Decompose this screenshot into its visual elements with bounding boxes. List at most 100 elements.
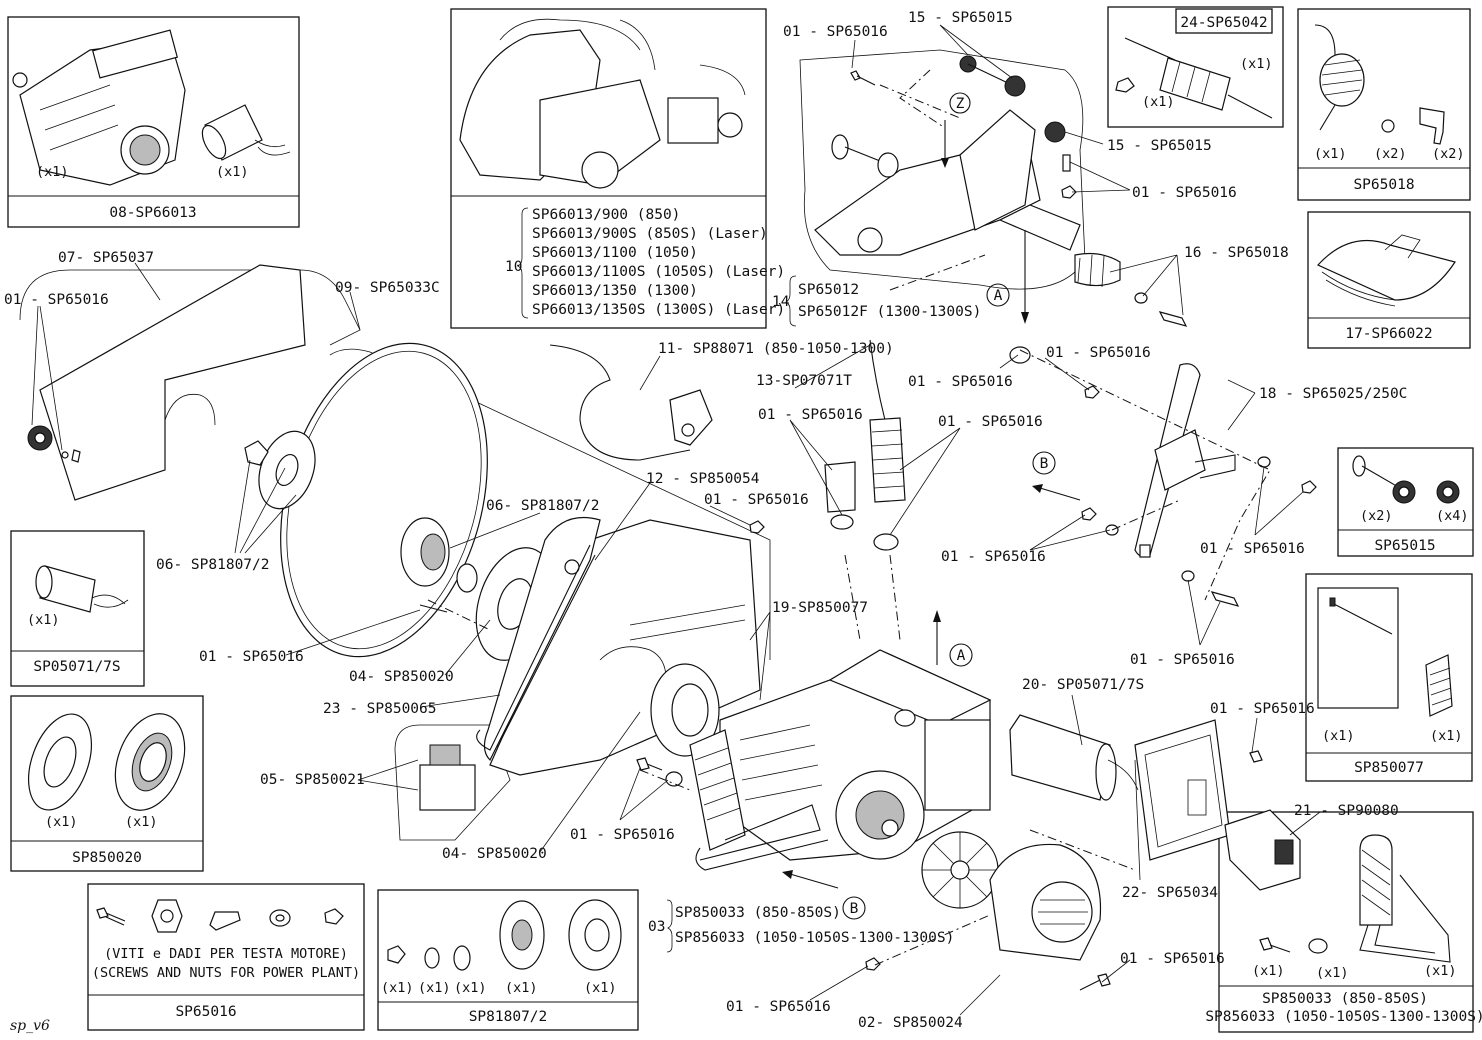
cable-glands <box>749 339 906 551</box>
callout: 11- SP88071 (850-1050-1300) <box>658 341 894 357</box>
capacitor-20 <box>1009 714 1139 801</box>
part-code: 08-SP66013 <box>109 205 196 221</box>
capacitor-drawing <box>35 565 129 613</box>
model-code: SP66013/900S (850S) (Laser) <box>532 226 768 242</box>
arm-subassembly <box>814 109 1188 327</box>
part-code: SP850020 <box>72 850 142 866</box>
top-bearings <box>850 55 1077 199</box>
model-code: SP66013/1100 (1050) <box>532 245 698 261</box>
fan-cover <box>989 843 1102 961</box>
panel-screws: (VITI e DADI PER TESTA MOTORE) (SCREWS A… <box>87 883 365 1031</box>
part-code: SP65016 <box>175 1004 236 1020</box>
rear-handle <box>689 729 829 871</box>
callout: SP856033 (1050-1050S-1300-1300S) <box>675 930 954 946</box>
ref-number: 10 <box>505 259 522 275</box>
callout: 15 - SP65015 <box>908 10 1013 26</box>
marker-circles: Z A A B B <box>842 92 1056 920</box>
handle-drawing <box>1259 834 1451 963</box>
guard-plate-drawing <box>1317 587 1453 717</box>
qty-label: (x1) <box>1316 965 1349 981</box>
power-cord <box>549 344 713 461</box>
panel-24-roller: 24-SP65042 (x1) (x1) <box>1107 6 1284 128</box>
part-code: SP81807/2 <box>469 1009 548 1025</box>
callout: 01 - SP65016 <box>1132 185 1237 201</box>
callout: 12 - SP850054 <box>646 471 760 487</box>
part-description: (VITI e DADI PER TESTA MOTORE) <box>104 946 348 962</box>
part-code: 24-SP65042 <box>1180 15 1267 31</box>
junction-box <box>1134 719 1231 861</box>
callout: 01 - SP65016 <box>1046 345 1151 361</box>
callout: SP65012F (1300-1300S) <box>798 304 981 320</box>
direction-arrows <box>782 120 1081 889</box>
callout: 15 - SP65015 <box>1107 138 1212 154</box>
laser-arm <box>1009 346 1317 607</box>
panel-guard-plates: (x1) (x1) SP850077 <box>1305 573 1473 782</box>
callout: 06- SP81807/2 <box>156 557 270 573</box>
callout-labels: 07- SP65037 01 - SP65016 09- SP65033C 06… <box>4 10 1407 1031</box>
alignment-axes <box>427 69 1271 966</box>
screws-drawing <box>96 899 344 933</box>
marker-label: B <box>850 901 859 917</box>
qty-label: (x2) <box>1432 146 1465 162</box>
part-code: SP05071/7S <box>33 659 120 675</box>
qty-label: (x1) <box>1142 94 1175 110</box>
roller-drawing <box>1115 37 1273 119</box>
callout: 16 - SP65018 <box>1184 245 1289 261</box>
callout: 13-SP07071T <box>756 373 852 389</box>
marker-label: B <box>1040 456 1049 472</box>
cooling-fan <box>921 831 999 909</box>
part-code: SP856033 (1050-1050S-1300-1300S) <box>1205 1009 1482 1025</box>
callout: 01 - SP65016 <box>1120 951 1225 967</box>
callout: 01 - SP65016 <box>908 374 1013 390</box>
callout: 01 - SP65016 <box>938 414 1043 430</box>
model-code: SP66013/900 (850) <box>532 207 680 223</box>
flange-drawing <box>28 713 186 811</box>
marker-label: A <box>994 288 1003 304</box>
capacitor-drawing <box>201 104 291 161</box>
callout: 21 - SP90080 <box>1294 803 1399 819</box>
callout: 01 - SP65016 <box>1210 701 1315 717</box>
qty-label: (x2) <box>1360 508 1393 524</box>
marker-a <box>986 283 1010 307</box>
callout: 19-SP850077 <box>772 600 868 616</box>
guard-handle <box>476 544 596 751</box>
model-code: SP66013/1350S (1300S) (Laser) <box>532 302 785 318</box>
callout: 07- SP65037 <box>58 250 154 266</box>
panel-08-motor: (x1) (x1) 08-SP66013 <box>7 16 300 228</box>
qty-label: (x1) <box>27 612 60 628</box>
panel-17-manual: 17-SP66022 <box>1307 211 1471 349</box>
group-outline <box>329 348 771 660</box>
callout: 09- SP65033C <box>335 280 440 296</box>
qty-label: (x1) <box>381 980 414 996</box>
qty-label: (x1) <box>45 814 78 830</box>
motor-unit-drawing <box>12 29 186 186</box>
flange-nut <box>244 430 478 593</box>
callout: 01 - SP65016 <box>1200 541 1305 557</box>
qty-label: (x1) <box>454 980 487 996</box>
callout: 23 - SP850065 <box>323 701 437 717</box>
part-code: 17-SP66022 <box>1345 326 1432 342</box>
callout: 01 - SP65016 <box>783 24 888 40</box>
power-switch <box>1224 809 1301 891</box>
qty-label: (x4) <box>1436 508 1469 524</box>
panel-flange-kit: (x1) (x1) (x1) (x1) (x1) SP81807/2 <box>377 889 639 1031</box>
marker-b <box>1032 451 1056 475</box>
qty-label: (x1) <box>418 980 451 996</box>
part-description: (SCREWS AND NUTS FOR POWER PLANT) <box>92 965 360 981</box>
callout: 03 <box>648 919 665 935</box>
panel-spring: (x1) (x2) (x2) SP65018 <box>1297 8 1471 201</box>
manual-book-icon <box>1316 234 1456 307</box>
marker-label: A <box>957 648 966 664</box>
marker-z <box>949 92 971 114</box>
callout: 20- SP05071/7S <box>1022 677 1144 693</box>
callout: 14 <box>772 294 790 310</box>
part-code: SP850077 <box>1354 760 1424 776</box>
callout: 18 - SP65025/250C <box>1259 386 1407 402</box>
qty-label: (x1) <box>1430 728 1463 744</box>
callout: 01 - SP65016 <box>199 649 304 665</box>
flange-kit-drawing <box>387 899 622 971</box>
blade-guard <box>27 264 306 501</box>
part-code: SP65015 <box>1374 538 1435 554</box>
drawing-signature: sp_v6 <box>10 1018 50 1034</box>
